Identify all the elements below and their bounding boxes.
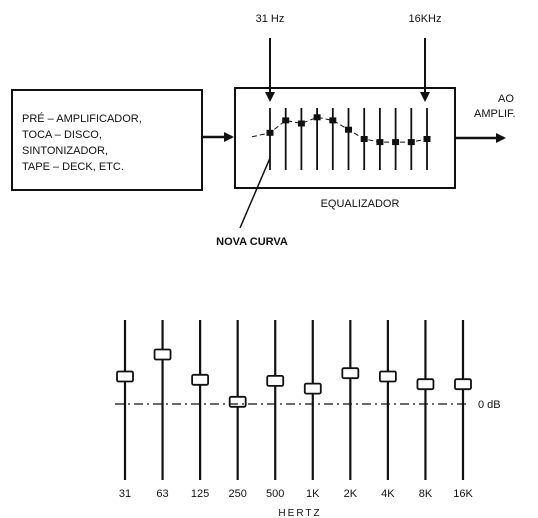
band-slider-knob xyxy=(416,378,435,391)
new-curve-line xyxy=(251,116,428,143)
band-slider-knob xyxy=(454,378,472,391)
zero-db-label: 0 dB xyxy=(478,399,501,411)
curve-label: NOVA CURVA xyxy=(216,236,288,248)
top-slider-knob xyxy=(297,120,305,127)
output-line-1: AO xyxy=(498,93,514,105)
band-slider-knob xyxy=(191,373,210,386)
equalizer-label: EQUALIZADOR xyxy=(321,198,400,210)
source-line-3: SINTONIZADOR, xyxy=(22,145,108,157)
band-label: 1K xyxy=(306,488,320,500)
hertz-label: HERTZ xyxy=(278,508,321,518)
source-line-4: TAPE – DECK, ETC. xyxy=(22,161,124,173)
equalizer-box xyxy=(234,87,456,189)
top-slider-knob xyxy=(313,114,321,121)
source-box xyxy=(11,89,203,191)
output-line-2: AMPLIF. xyxy=(474,108,516,120)
curve-pointer-line xyxy=(239,157,271,229)
band-slider-knob xyxy=(153,348,172,361)
band-label: 500 xyxy=(266,488,284,500)
label-31hz: 31 Hz xyxy=(256,13,285,25)
band-label: 4K xyxy=(381,488,395,500)
top-slider-knob xyxy=(329,117,337,124)
band-slider-knob xyxy=(378,370,397,383)
source-line-2: TOCA – DISCO, xyxy=(22,129,102,141)
band-slider-knob xyxy=(341,367,360,380)
band-labels: 31 63 125 250 500 1K 2K 4K 8K 16K xyxy=(119,488,474,500)
top-slider-knob xyxy=(282,117,290,124)
bottom-sliders xyxy=(116,320,472,480)
band-slider-knob xyxy=(266,374,285,387)
band-label: 250 xyxy=(228,488,246,500)
band-label: 8K xyxy=(419,488,433,500)
source-line-1: PRÉ – AMPLIFICADOR, xyxy=(22,112,142,125)
band-label: 16K xyxy=(453,488,473,500)
band-label: 2K xyxy=(344,488,358,500)
band-slider-knob xyxy=(303,382,322,395)
band-label: 125 xyxy=(191,488,209,500)
band-label: 63 xyxy=(156,488,168,500)
top-sliders xyxy=(266,108,431,170)
band-slider-knob xyxy=(228,395,247,408)
band-slider-knob xyxy=(116,370,134,383)
label-16khz: 16KHz xyxy=(408,13,441,25)
band-label: 31 xyxy=(119,488,131,500)
